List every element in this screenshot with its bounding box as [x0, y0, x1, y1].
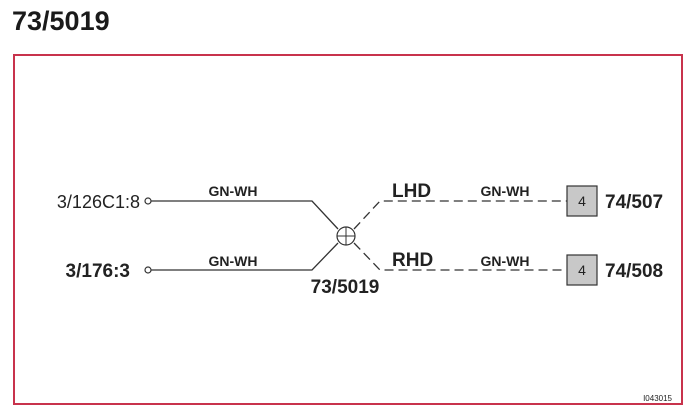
- wire-left-top: [151, 200, 339, 230]
- connector-box-top: [566, 185, 598, 217]
- connector-label-bottom: 74/508: [605, 261, 663, 282]
- wire-color-right-bottom: GN-WH: [481, 253, 530, 269]
- terminal-circle-top: [144, 197, 152, 205]
- left-ref-bottom: 3/176:3: [66, 261, 130, 282]
- wire-right-bottom: [353, 242, 567, 271]
- wire-right-top: [353, 200, 567, 230]
- page-title: 73/5019: [12, 6, 110, 36]
- branch-label-lhd: LHD: [392, 181, 431, 202]
- image-code: I043015: [643, 394, 672, 403]
- wire-color-left-top: GN-WH: [209, 183, 258, 199]
- connector-terminal-bottom: 4: [578, 262, 586, 278]
- splice-junction-icon: [336, 226, 356, 246]
- branch-label-rhd: RHD: [392, 250, 433, 271]
- wire-color-right-top: GN-WH: [481, 183, 530, 199]
- diagram-frame: [13, 54, 683, 405]
- wire-color-left-bottom: GN-WH: [209, 253, 258, 269]
- terminal-circle-bottom: [144, 266, 152, 274]
- wire-left-bottom: [151, 242, 339, 271]
- connector-box-bottom: [566, 254, 598, 286]
- connector-label-top: 74/507: [605, 192, 663, 213]
- left-ref-top: 3/126C1:8: [57, 192, 140, 212]
- junction-label: 73/5019: [311, 277, 380, 298]
- connector-terminal-top: 4: [578, 193, 586, 209]
